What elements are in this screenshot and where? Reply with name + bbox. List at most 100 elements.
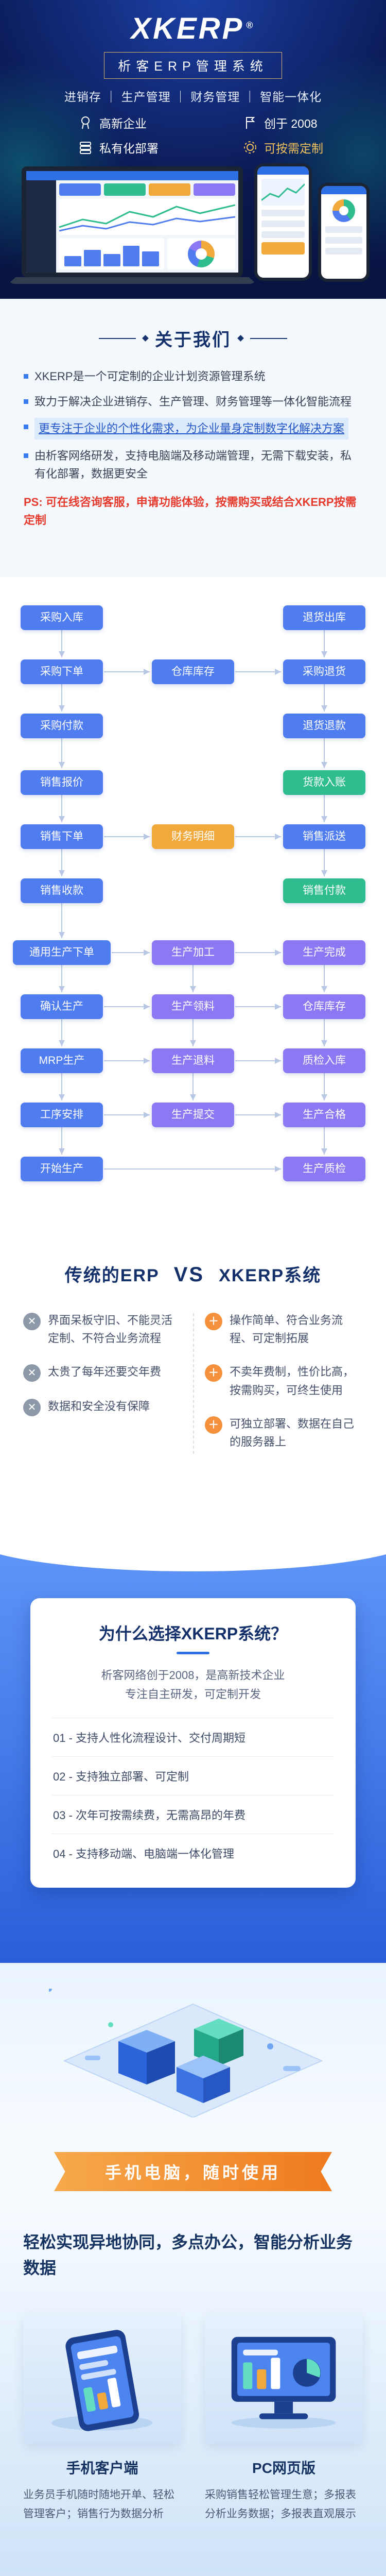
monitor-illustration (232, 2337, 336, 2429)
phone-illustration (51, 2330, 153, 2432)
flow-node: 货款入账 (283, 770, 365, 795)
flow-node: 生产退料 (152, 1048, 234, 1073)
logo: XKERP® (0, 0, 386, 46)
con-item: ✕ 数据和安全没有保障 (23, 1397, 181, 1417)
title-line-left (99, 337, 136, 339)
logo-text: XKERP (131, 12, 244, 45)
flow-node: 仓库库存 (152, 659, 234, 684)
why-item: 03 - 次年可按需续费，无需高昂的年费 (52, 1794, 334, 1834)
feature-title-mobile: 手机客户端 (66, 2460, 138, 2477)
cross-icon: ✕ (23, 1313, 41, 1330)
laptop-screen (22, 166, 243, 277)
flow-node: 通用生产下单 (13, 940, 111, 965)
feature-pc: PC网页版 采购销售轻松管理生意；多报表分析业务数据；多报表直观展示 (205, 2314, 363, 2524)
why-item: 02 - 支持独立部署、可定制 (52, 1756, 334, 1795)
flow-node: 采购下单 (21, 659, 103, 684)
flow-node: 生产加工 (152, 940, 234, 965)
why-items: 01 - 支持人性化流程设计、交付周期短 02 - 支持独立部署、可定制 03 … (52, 1717, 334, 1872)
versus-columns: ✕ 界面呆板守旧、不能灵活定制、不符合业务流程 ✕ 太贵了每年还要交年费 ✕ 数… (23, 1311, 363, 1466)
pro-item: ＋ 可独立部署、数据在自己的服务器上 (205, 1415, 363, 1451)
pro-item: ＋ 不卖年费制，性价比高，按需购买，可终生使用 (205, 1363, 363, 1399)
flow-connectors (59, 630, 327, 1172)
versus-title-left: 传统的ERP (64, 1266, 160, 1285)
why-item: 01 - 支持人性化流程设计、交付周期短 (52, 1717, 334, 1756)
flow-node: 采购入库 (21, 605, 103, 630)
cross-icon: ✕ (23, 1399, 41, 1417)
line-chart-placeholder (59, 199, 235, 235)
feature-title-pc: PC网页版 (252, 2460, 315, 2477)
bullet-icon (24, 453, 28, 458)
plus-icon: ＋ (205, 1416, 222, 1434)
why-title: 为什么选择XKERP系统？ (98, 1624, 288, 1643)
flow-node: 采购退货 (283, 659, 365, 684)
badge-label: 可按需定制 (264, 142, 323, 155)
banner-area: 手机电脑，随时使用 (0, 2143, 386, 2200)
flow-node: 生产质检 (283, 1157, 365, 1181)
flow-node: 财务明细 (152, 824, 234, 849)
badge-hightech: 高新企业 (28, 114, 193, 131)
flow-node: 销售下单 (21, 824, 103, 849)
about-section: 关于我们 XKERP是一个可定制的企业计划资源管理系统 致力于解决企业进销存、生… (0, 299, 386, 577)
flow-node: 工序安排 (21, 1103, 103, 1127)
phone-accent-block (261, 242, 305, 255)
flow-node: 销售收款 (21, 878, 103, 903)
flow-node: 生产领料 (152, 994, 234, 1019)
con-text: 太贵了每年还要交年费 (48, 1365, 162, 1379)
why-item: 04 - 支持移动端、电脑端一体化管理 (52, 1833, 334, 1872)
why-illustration-area (0, 1963, 386, 2143)
flow-node: 生产提交 (152, 1103, 234, 1127)
badge-private-deploy: 私有化部署 (28, 139, 193, 156)
server-icon (80, 142, 91, 154)
title-line-right (250, 337, 287, 339)
about-item-text: 致力于解决企业进销存、生产管理、财务管理等一体化智能流程 (34, 395, 352, 409)
mockup-body (26, 180, 238, 273)
pro-text: 操作简单、符合业务流程、可定制拓展 (230, 1314, 343, 1345)
hero-subtitle: 析客ERP管理系统 (104, 52, 282, 79)
feature-mobile: 手机客户端 业务员手机随时随地开单、轻松管理客户；销售行为数据分析 (23, 2314, 181, 2524)
flow-node: 退货退款 (283, 714, 365, 738)
about-item: 由析客网络研发，支持电脑端及移动端管理，无需下载安装，私有化部署，数据更安全 (24, 447, 362, 483)
pro-text: 可独立部署、数据在自己的服务器上 (230, 1417, 355, 1448)
hero-badges: 高新企业 创于 2008 私有化部署 可按需定制 (28, 114, 358, 156)
badge-label: 私有化部署 (99, 142, 159, 155)
about-item-text: 由析客网络研发，支持电脑端及移动端管理，无需下载安装，私有化部署，数据更安全 (34, 449, 352, 480)
flow-node: 采购付款 (21, 714, 103, 738)
versus-title: 传统的ERP VS XKERP系统 (23, 1261, 363, 1286)
phone-navbar (257, 166, 309, 175)
laptop-mockup (8, 166, 256, 284)
mockup-navbar (26, 171, 238, 180)
pro-item: ＋ 操作简单、符合业务流程、可定制拓展 (205, 1311, 363, 1347)
badge-label: 创于 2008 (264, 117, 318, 130)
flowchart-section: 采购入库 采购下单 采购付款 销售报价 销售下单 销售收款 通用生产下单 确认生… (0, 577, 386, 1231)
bullet-icon (24, 425, 28, 430)
pro-text: 不卖年费制，性价比高，按需购买，可终生使用 (230, 1365, 355, 1397)
bar-chart-placeholder (59, 238, 165, 269)
plus-icon: ＋ (205, 1313, 222, 1330)
badge-customizable: 可按需定制 (193, 139, 358, 156)
about-item: XKERP是一个可定制的企业计划资源管理系统 (24, 367, 362, 385)
banner-ribbon: 手机电脑，随时使用 (54, 2152, 332, 2191)
mockup-chart-row (59, 238, 235, 269)
about-item-text: XKERP是一个可定制的企业计划资源管理系统 (34, 370, 266, 383)
founded-flag-icon (246, 117, 255, 129)
flowchart: 采购入库 采购下单 采购付款 销售报价 销售下单 销售收款 通用生产下单 确认生… (0, 605, 386, 1188)
gear-icon (244, 141, 256, 154)
cross-icon: ✕ (23, 1364, 41, 1382)
phone-mockup-1 (254, 163, 312, 281)
versus-title-right: XKERP系统 (219, 1266, 322, 1285)
medal-icon (81, 116, 90, 129)
con-text: 数据和安全没有保障 (48, 1400, 150, 1413)
feature-desc-mobile: 业务员手机随时随地开单、轻松管理客户；销售行为数据分析 (23, 2489, 174, 2520)
bottom-section: 轻松实现异地协同，多点办公，智能分析业务数据 (0, 2200, 386, 2576)
flow-node: 开始生产 (21, 1157, 103, 1181)
versus-divider (193, 1313, 194, 1454)
registered-mark: ® (246, 20, 255, 30)
flow-node: 销售派送 (283, 824, 365, 849)
ps-note: PS: 可在线咨询客服，申请功能体验，按需购买或结合XKERP按需定制 (24, 495, 357, 527)
why-card: 为什么选择XKERP系统？ 析客网络创于2008，是高新技术企业 专注自主研发，… (30, 1598, 356, 1888)
flow-node: 销售付款 (283, 878, 365, 903)
phone-donut-placeholder (332, 199, 355, 222)
dashboard-mockup (0, 161, 386, 299)
why-section: 为什么选择XKERP系统？ 析客网络创于2008，是高新技术企业 专注自主研发，… (0, 1540, 386, 1963)
